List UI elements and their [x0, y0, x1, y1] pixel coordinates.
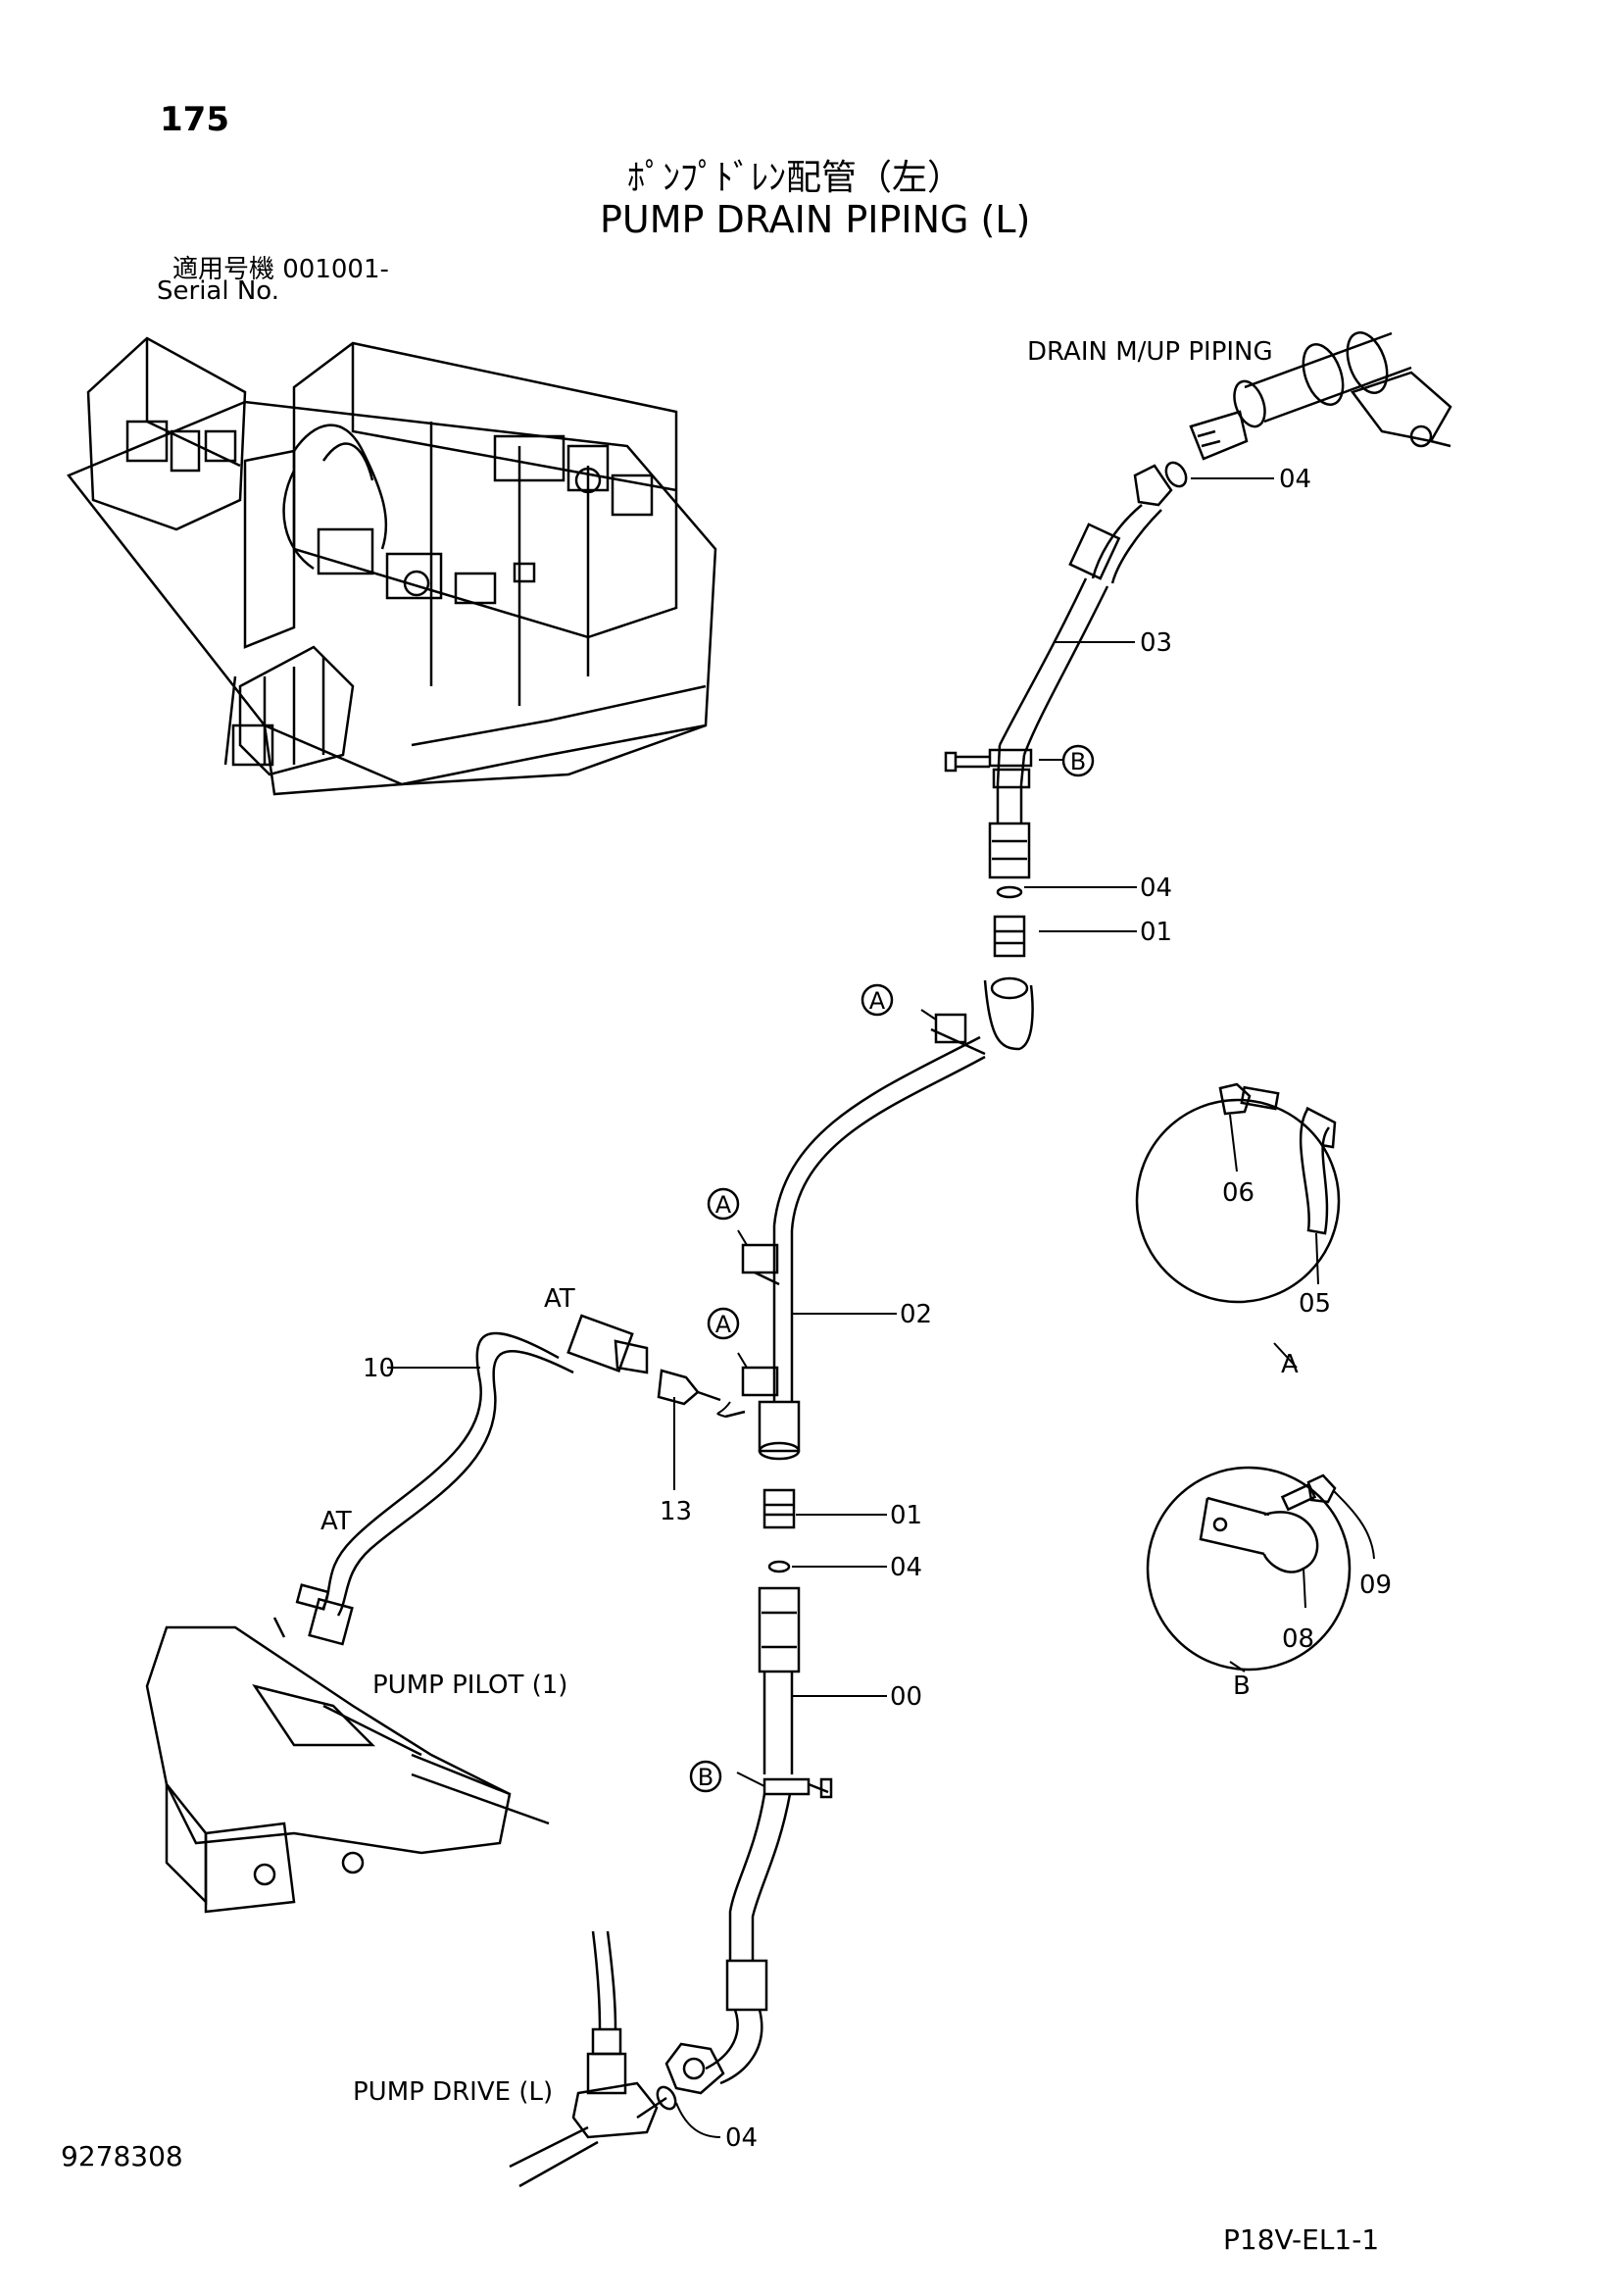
figure-code: P18V-EL1-1 [1223, 2223, 1380, 2256]
marker-a-mid [707, 1187, 740, 1221]
detail-a-text: 06 05 A [1222, 1178, 1331, 1379]
pump-pilot-illustration [145, 1617, 550, 1914]
document-number: 9278308 [61, 2140, 183, 2172]
marker-a-low [707, 1307, 740, 1340]
callout-02: 02 [900, 1300, 932, 1329]
marker-b-low [689, 1760, 722, 1793]
title-english: PUMP DRAIN PIPING (L) [600, 198, 1031, 241]
detail-a-part-05: 05 [1299, 1289, 1331, 1319]
serial-label-japanese: 適用号機 001001- [172, 255, 389, 284]
marker-a2-label: A [715, 1191, 732, 1219]
callout-10: 10 [363, 1354, 395, 1383]
marker-b2-label: B [698, 1764, 713, 1791]
pump-drive-illustration [509, 1930, 667, 2188]
leader-lines [387, 477, 1274, 2138]
callout-03: 03 [1140, 628, 1172, 658]
detail-b-part-09: 09 [1359, 1571, 1392, 1600]
callout-00: 00 [890, 1682, 922, 1712]
callout-01-low: 01 [890, 1501, 922, 1530]
machine-overview-illustration [67, 336, 717, 796]
marker-letters: B A A A B [698, 748, 1086, 1791]
detail-b [1146, 1466, 1375, 1672]
callout-04-bottom: 04 [725, 2123, 758, 2153]
detail-b-text: 09 08 B [1233, 1571, 1392, 1701]
marker-a3-label: A [715, 1311, 732, 1338]
detail-a [1135, 1082, 1341, 1369]
marker-a1-label: A [869, 987, 886, 1015]
page-number: 175 [160, 100, 229, 139]
drain-piping-assembly [295, 331, 1452, 2111]
drain-makeup-pipe [1189, 331, 1452, 461]
detail-a-caption: A [1281, 1350, 1299, 1379]
marker-b1-label: B [1070, 748, 1086, 775]
callout-text: DRAIN M/UP PIPING 04 03 04 01 02 AT 10 1… [320, 337, 1311, 2153]
callout-04-low: 04 [890, 1553, 922, 1582]
callout-01-top: 01 [1140, 918, 1172, 947]
detail-b-part-08: 08 [1282, 1624, 1314, 1654]
detail-a-part-06: 06 [1222, 1178, 1254, 1208]
detail-b-caption: B [1233, 1672, 1251, 1701]
reference-markers [689, 744, 1095, 1793]
label-pump-drive: PUMP DRIVE (L) [353, 2077, 553, 2107]
callout-13: 13 [660, 1497, 692, 1526]
callout-04-top: 04 [1279, 465, 1311, 494]
label-at-top: AT [544, 1284, 575, 1314]
label-drain-mup-piping: DRAIN M/UP PIPING [1027, 337, 1273, 367]
callout-04-mid: 04 [1140, 873, 1172, 903]
marker-a-top [861, 983, 894, 1017]
label-pump-pilot: PUMP PILOT (1) [372, 1671, 567, 1700]
marker-b-top [1061, 744, 1095, 777]
title-japanese: ﾎﾟﾝﾌﾟﾄﾞﾚﾝ配管（左） [627, 158, 963, 198]
label-at-bottom: AT [320, 1507, 352, 1536]
serial-label-english: Serial No. [157, 276, 279, 306]
